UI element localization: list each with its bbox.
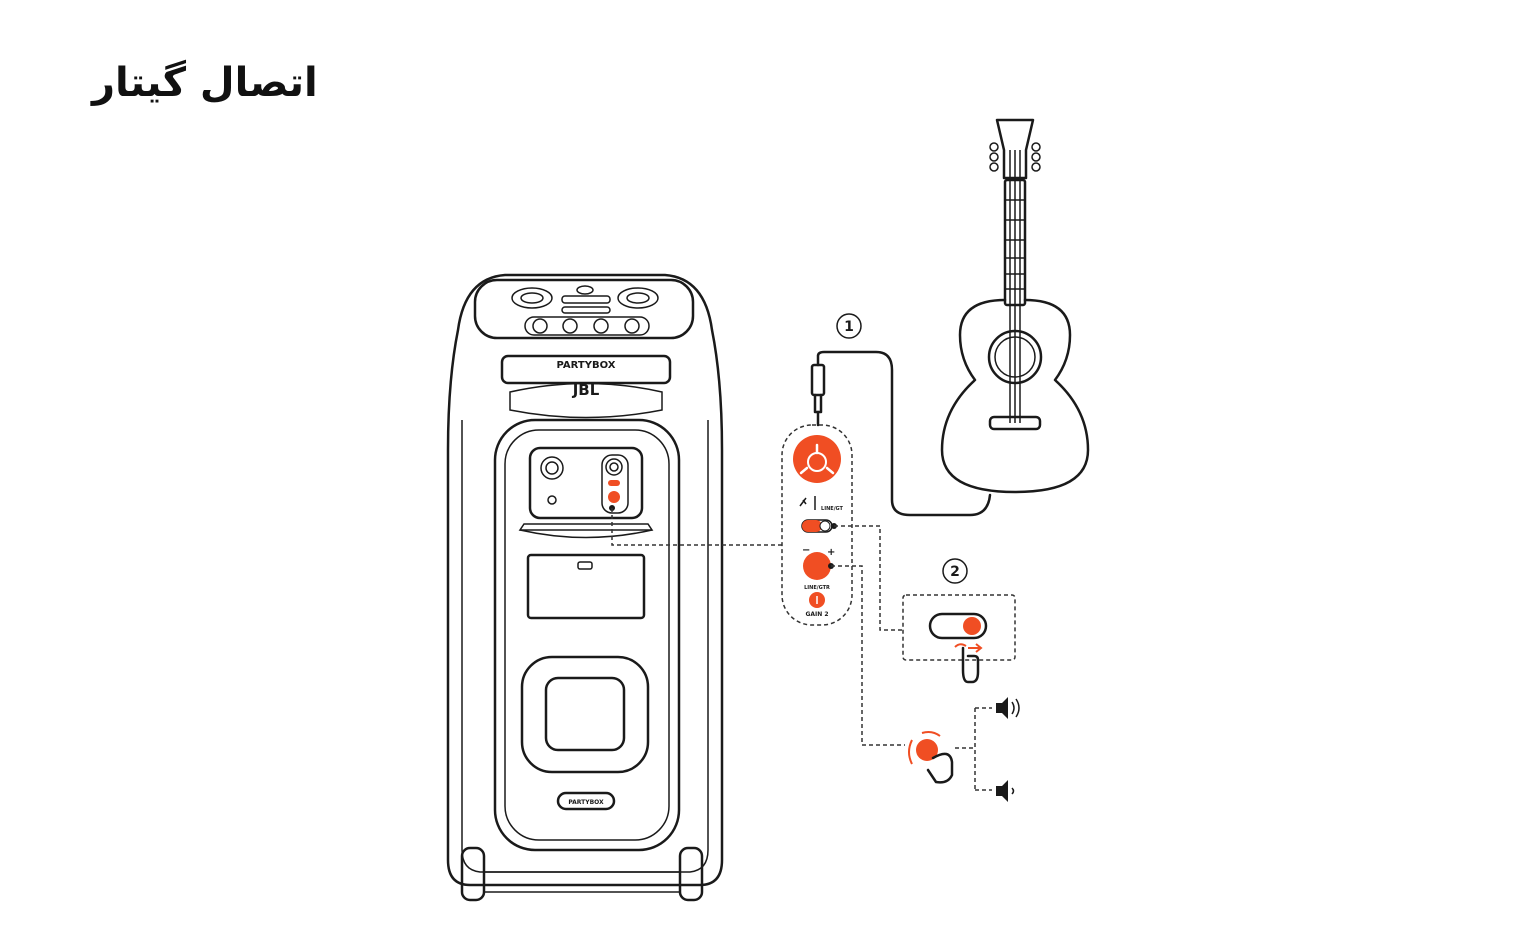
mono-jack-plug-icon <box>810 350 992 517</box>
partybox-label: PARTYBOX <box>557 360 616 371</box>
mic-icon <box>799 496 816 510</box>
speaker-volume-low-icon <box>996 780 1015 802</box>
gain-knob <box>803 552 831 580</box>
acoustic-guitar-icon <box>940 118 1090 494</box>
speaker-illustration: PARTYBOX JBL PARTYBOX <box>446 273 724 902</box>
gain-label: GAIN 2 <box>805 611 828 618</box>
input-panel-zoom: LINE/GT − + LINE/GTR GAIN 2 <box>781 424 853 626</box>
hand-rotate-knob-icon <box>908 731 954 784</box>
speaker-volume-high-icon <box>996 697 1020 719</box>
panel-knob-mini <box>608 491 620 503</box>
switch-zoom-box <box>902 594 1016 661</box>
guitar-input-jack <box>793 435 841 483</box>
bottom-partybox-badge: PARTYBOX <box>568 799 604 806</box>
svg-text:−: − <box>802 545 810 556</box>
step-1-marker: 1 <box>836 313 862 339</box>
hand-slide-switch-icon <box>954 643 983 684</box>
page-title: اتصال گیتار <box>92 60 318 106</box>
input-mode-label: LINE/GT <box>821 506 843 512</box>
knob-label: LINE/GTR <box>804 585 830 591</box>
step-2-number: 2 <box>950 564 960 580</box>
mode-switch <box>802 520 822 532</box>
slide-switch-icon <box>928 612 988 640</box>
step-1-number: 1 <box>844 319 854 335</box>
panel-switch-mini <box>608 480 620 486</box>
step-2-marker: 2 <box>942 558 968 584</box>
svg-text:+: + <box>827 547 835 558</box>
jbl-logo: JBL <box>572 381 600 399</box>
